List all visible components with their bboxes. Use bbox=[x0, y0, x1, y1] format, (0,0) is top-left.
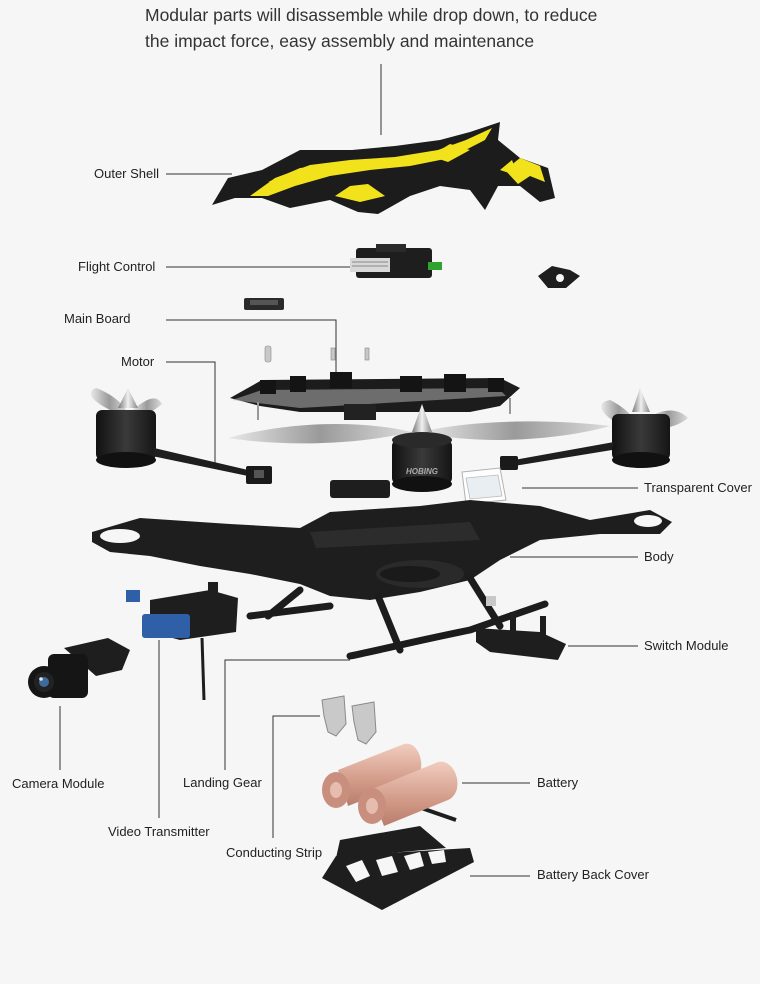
flight-control-part bbox=[350, 244, 442, 278]
outer-shell-part bbox=[212, 122, 555, 214]
video-transmitter-part bbox=[126, 582, 238, 701]
motor-label: Motor bbox=[121, 354, 155, 369]
headline-line-1: Modular parts will disassemble while dro… bbox=[145, 5, 598, 25]
video-transmitter-label: Video Transmitter bbox=[108, 824, 210, 839]
headline: Modular parts will disassemble while dro… bbox=[145, 2, 665, 54]
body-frame-part bbox=[92, 480, 672, 600]
switch-module-label: Switch Module bbox=[644, 638, 729, 653]
conducting-strip-leader-line bbox=[272, 715, 320, 838]
left-motor-part bbox=[90, 388, 272, 484]
leader-lines bbox=[59, 64, 638, 877]
right-motor-part bbox=[500, 388, 688, 470]
center-propeller-part bbox=[228, 421, 610, 444]
screws-part bbox=[264, 345, 370, 363]
center-motor-part: HOBING bbox=[392, 404, 452, 492]
landing-gear-label: Landing Gear bbox=[183, 775, 262, 790]
landing-gear-part bbox=[246, 574, 549, 660]
conducting-strip-part bbox=[321, 695, 377, 745]
motor-leader-line bbox=[166, 361, 216, 465]
battery-back-cover-part bbox=[322, 826, 474, 910]
camera-module-part bbox=[28, 638, 130, 698]
transparent-cover-part bbox=[461, 467, 507, 505]
camera-module-label: Camera Module bbox=[12, 776, 105, 791]
small-bracket-part bbox=[538, 266, 580, 288]
switch-module-part bbox=[476, 596, 566, 660]
main-board-leader-line bbox=[166, 319, 337, 385]
body-label: Body bbox=[644, 549, 674, 564]
battery-label: Battery bbox=[537, 775, 579, 790]
battery-back-cover-label: Battery Back Cover bbox=[537, 867, 649, 882]
conducting-strip-label: Conducting Strip bbox=[226, 845, 323, 860]
flight-control-label: Flight Control bbox=[78, 259, 156, 274]
motor-brand-text: HOBING bbox=[406, 467, 438, 476]
main-board-label: Main Board bbox=[64, 311, 131, 326]
landing-gear-leader-line bbox=[224, 659, 350, 770]
outer-shell-label: Outer Shell bbox=[94, 166, 160, 181]
headline-line-2: the impact force, easy assembly and main… bbox=[145, 31, 535, 51]
main-board-part bbox=[230, 372, 520, 420]
transparent-cover-label: Transparent Cover bbox=[644, 480, 752, 495]
battery-part bbox=[322, 743, 458, 826]
small-plate-part bbox=[244, 298, 284, 310]
